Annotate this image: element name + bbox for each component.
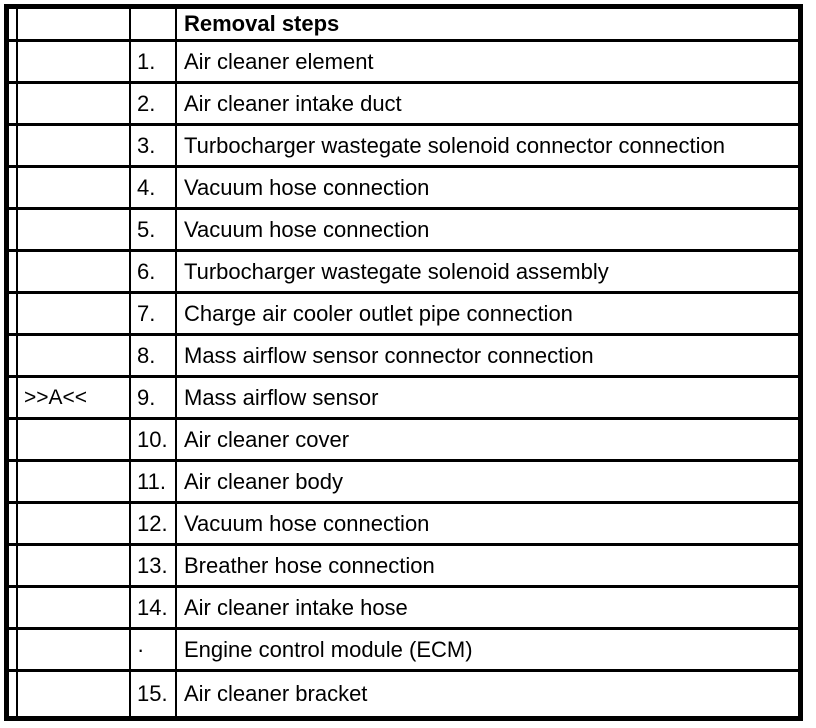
table-row: 11. Air cleaner body xyxy=(9,462,798,504)
step-description-cell: Air cleaner cover xyxy=(184,426,350,452)
step-description-cell: Vacuum hose connection xyxy=(184,216,430,242)
marker-cell xyxy=(18,168,131,207)
step-number-cell: 2. xyxy=(131,84,177,123)
marker-cell xyxy=(18,504,131,543)
gutter-cell xyxy=(9,630,18,669)
gutter-cell xyxy=(9,378,18,417)
marker-cell: >>A<< xyxy=(18,378,131,417)
number-header-cell xyxy=(131,9,177,39)
table-row: 1. Air cleaner element xyxy=(9,42,798,84)
marker-cell xyxy=(18,630,131,669)
table-row: 13. Breather hose connection xyxy=(9,546,798,588)
table-row: 6. Turbocharger wastegate solenoid assem… xyxy=(9,252,798,294)
step-number-cell: 9. xyxy=(131,378,177,417)
table-row: 15. Air cleaner bracket xyxy=(9,672,798,716)
table-header-row: Removal steps xyxy=(9,9,798,42)
table-row: 8. Mass airflow sensor connector connect… xyxy=(9,336,798,378)
step-number-cell: 7. xyxy=(131,294,177,333)
removal-steps-table: Removal steps 1. Air cleaner element 2. … xyxy=(4,4,803,721)
step-description-cell: Air cleaner element xyxy=(184,48,374,74)
table-row: 7. Charge air cooler outlet pipe connect… xyxy=(9,294,798,336)
step-description-cell: Engine control module (ECM) xyxy=(184,636,473,662)
gutter-cell xyxy=(9,504,18,543)
gutter-cell xyxy=(9,210,18,249)
step-description-cell: Air cleaner intake hose xyxy=(184,594,408,620)
step-description-cell: Air cleaner body xyxy=(184,468,343,494)
step-number-cell: 10. xyxy=(131,420,177,459)
step-number-cell: 1. xyxy=(131,42,177,81)
gutter-cell xyxy=(9,588,18,627)
marker-cell xyxy=(18,126,131,165)
gutter-cell xyxy=(9,294,18,333)
step-number-cell: 15. xyxy=(131,672,177,716)
marker-cell xyxy=(18,252,131,291)
step-description-cell: Mass airflow sensor xyxy=(184,384,379,410)
marker-cell xyxy=(18,84,131,123)
gutter-cell xyxy=(9,546,18,585)
table-title: Removal steps xyxy=(184,11,340,36)
marker-cell xyxy=(18,294,131,333)
step-description-cell: Breather hose connection xyxy=(184,552,435,578)
step-description-cell: Turbocharger wastegate solenoid connecto… xyxy=(184,132,725,158)
gutter-cell xyxy=(9,84,18,123)
marker-cell xyxy=(18,42,131,81)
marker-cell xyxy=(18,210,131,249)
table-row-marker-a: >>A<< 9. Mass airflow sensor xyxy=(9,378,798,420)
table-row: 2. Air cleaner intake duct xyxy=(9,84,798,126)
step-description-cell: Vacuum hose connection xyxy=(184,510,430,536)
marker-header-cell xyxy=(18,9,131,39)
step-number-cell: 4. xyxy=(131,168,177,207)
step-description-cell: Charge air cooler outlet pipe connection xyxy=(184,300,573,326)
marker-cell xyxy=(18,336,131,375)
gutter-cell xyxy=(9,252,18,291)
step-number-cell: 6. xyxy=(131,252,177,291)
gutter-cell xyxy=(9,168,18,207)
step-description-cell: Vacuum hose connection xyxy=(184,174,430,200)
step-number-cell: 8. xyxy=(131,336,177,375)
step-description-cell: Air cleaner bracket xyxy=(184,681,368,706)
table-row: 3. Turbocharger wastegate solenoid conne… xyxy=(9,126,798,168)
marker-cell xyxy=(18,588,131,627)
gutter-cell xyxy=(9,126,18,165)
table-row: 12. Vacuum hose connection xyxy=(9,504,798,546)
table-row: 4. Vacuum hose connection xyxy=(9,168,798,210)
step-description-cell: Turbocharger wastegate solenoid assembly xyxy=(184,258,609,284)
gutter-cell xyxy=(9,672,18,716)
marker-cell xyxy=(18,462,131,501)
step-number-cell: 5. xyxy=(131,210,177,249)
table-row-ecm: · Engine control module (ECM) xyxy=(9,630,798,672)
table-row: 10. Air cleaner cover xyxy=(9,420,798,462)
table-row: 5. Vacuum hose connection xyxy=(9,210,798,252)
marker-cell xyxy=(18,546,131,585)
step-description-cell: Mass airflow sensor connector connection xyxy=(184,342,594,368)
gutter-cell xyxy=(9,420,18,459)
step-description-cell: Air cleaner intake duct xyxy=(184,90,402,116)
bullet-cell: · xyxy=(131,630,177,669)
gutter-cell xyxy=(9,462,18,501)
gutter-cell xyxy=(9,9,18,39)
marker-cell xyxy=(18,420,131,459)
gutter-cell xyxy=(9,42,18,81)
step-number-cell: 14. xyxy=(131,588,177,627)
step-number-cell: 11. xyxy=(131,462,177,501)
step-number-cell: 13. xyxy=(131,546,177,585)
table-row: 14. Air cleaner intake hose xyxy=(9,588,798,630)
gutter-cell xyxy=(9,336,18,375)
step-number-cell: 3. xyxy=(131,126,177,165)
step-number-cell: 12. xyxy=(131,504,177,543)
marker-cell xyxy=(18,672,131,716)
